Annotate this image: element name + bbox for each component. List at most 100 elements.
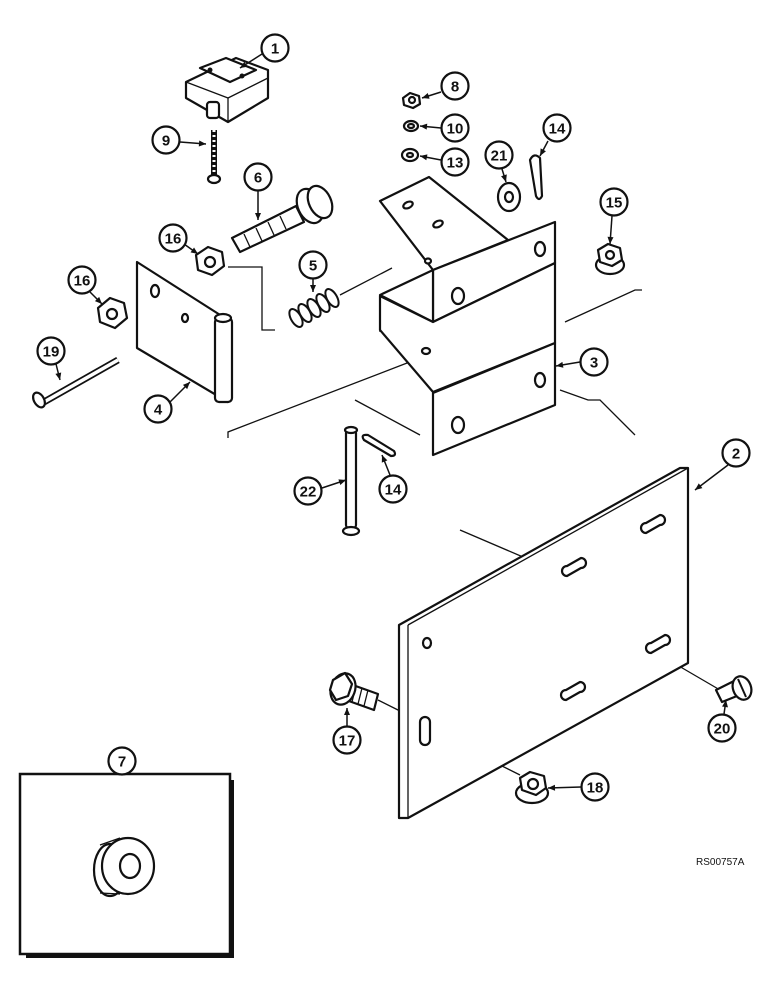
- callout-arrowhead: [381, 455, 388, 463]
- callout-arrowhead: [338, 479, 346, 486]
- callout-circle: [707, 713, 737, 743]
- callout-19: 19: [36, 336, 66, 381]
- callout-arrowhead: [182, 382, 190, 390]
- callout-number: 16: [74, 273, 91, 290]
- callout-15: 15: [599, 187, 629, 245]
- callout-arrowhead: [420, 154, 428, 161]
- callout-17: 17: [332, 708, 362, 755]
- callout-20: 20: [707, 699, 737, 743]
- callout-arrowhead: [190, 247, 198, 254]
- callout-arrowhead: [556, 361, 564, 368]
- callout-6: 6: [243, 162, 273, 220]
- callout-number: 9: [162, 133, 170, 150]
- callout-circle: [580, 772, 610, 802]
- flange-bolt-part: [328, 671, 380, 712]
- callout-10: 10: [419, 113, 470, 143]
- callout-circle: [67, 265, 97, 295]
- spring-part: [288, 287, 340, 329]
- washer-13-part: [400, 147, 420, 163]
- callout-8: 8: [421, 71, 470, 101]
- callout-14: 14: [539, 113, 572, 157]
- bracket-part: [378, 175, 557, 457]
- callout-number: 5: [309, 258, 317, 275]
- callout-circle: [293, 476, 323, 506]
- callout-circle: [484, 140, 514, 170]
- callout-number: 4: [154, 402, 163, 419]
- callout-2: 2: [694, 438, 751, 491]
- callout-18: 18: [547, 772, 610, 802]
- callout-circle: [36, 336, 66, 366]
- clevis-pin-part: [341, 425, 361, 537]
- flange-nut-bottom-part: [514, 770, 550, 805]
- callout-circle: [599, 187, 629, 217]
- nut-8-part: [401, 91, 422, 110]
- callout-circle: [378, 474, 408, 504]
- callout-arrowhead: [420, 123, 428, 130]
- callout-arrowhead: [722, 700, 728, 708]
- callout-circle: [151, 125, 181, 155]
- callout-number: 16: [165, 231, 182, 248]
- callout-number: 13: [447, 155, 464, 172]
- callout-1: 1: [239, 33, 290, 69]
- callout-arrowhead: [695, 483, 703, 490]
- callout-number: 14: [385, 482, 402, 499]
- callout-number: 8: [451, 79, 459, 96]
- callout-circle: [298, 250, 328, 280]
- callout-circle: [332, 725, 362, 755]
- callout-number: 6: [254, 170, 262, 187]
- callout-16: 16: [67, 265, 103, 305]
- callout-circle: [243, 162, 273, 192]
- hex-nut-upper-part: [194, 245, 226, 277]
- callout-circle: [721, 438, 751, 468]
- flange-nut-right-part: [594, 242, 626, 276]
- callout-arrowhead: [422, 93, 430, 99]
- callout-circle: [260, 33, 290, 63]
- callout-number: 22: [300, 484, 317, 501]
- lock-washer-part: [402, 119, 420, 133]
- callout-22: 22: [293, 476, 347, 506]
- cotter-pin-lower-part: [361, 433, 397, 458]
- callout-arrowhead: [310, 285, 316, 292]
- callout-arrowhead: [344, 708, 350, 715]
- callout-circle: [440, 147, 470, 177]
- callout-arrowhead: [240, 61, 248, 68]
- callout-arrowhead: [607, 236, 614, 244]
- callout-number: 7: [118, 754, 126, 771]
- callout-circle: [542, 113, 572, 143]
- hex-nut-lower-part: [96, 296, 129, 330]
- callout-number: 19: [43, 344, 60, 361]
- callout-circle: [440, 113, 470, 143]
- callout-arrowhead: [55, 372, 62, 380]
- callout-4: 4: [143, 381, 191, 424]
- callout-13: 13: [419, 147, 470, 177]
- callout-number: 3: [590, 355, 598, 372]
- drawing-reference: RS00757A: [696, 857, 745, 868]
- callout-number: 21: [491, 148, 508, 165]
- hinge-plate-part: [135, 260, 234, 404]
- grommet-inset: [18, 772, 234, 958]
- callout-circle: [579, 347, 609, 377]
- callout-circle: [440, 71, 470, 101]
- callout-arrowhead: [501, 174, 507, 182]
- slotted-screw-part: [714, 675, 753, 704]
- callout-number: 15: [606, 195, 623, 212]
- callout-number: 20: [714, 721, 731, 738]
- callout-5: 5: [298, 250, 328, 292]
- callout-number: 17: [339, 733, 356, 750]
- callout-arrowhead: [198, 140, 206, 147]
- callout-number: 1: [271, 41, 279, 58]
- callout-3: 3: [555, 347, 609, 377]
- callout-14: 14: [378, 454, 408, 504]
- callout-number: 2: [732, 446, 740, 463]
- callout-number: 14: [549, 121, 566, 138]
- callout-circle: [158, 223, 188, 253]
- callout-16: 16: [158, 223, 199, 255]
- callout-21: 21: [484, 140, 514, 183]
- cotter-pin-upper-part: [528, 154, 544, 201]
- switch-part: [184, 56, 270, 124]
- flat-washer-part: [496, 181, 522, 213]
- callout-number: 18: [587, 780, 604, 797]
- callout-arrowhead: [255, 213, 261, 220]
